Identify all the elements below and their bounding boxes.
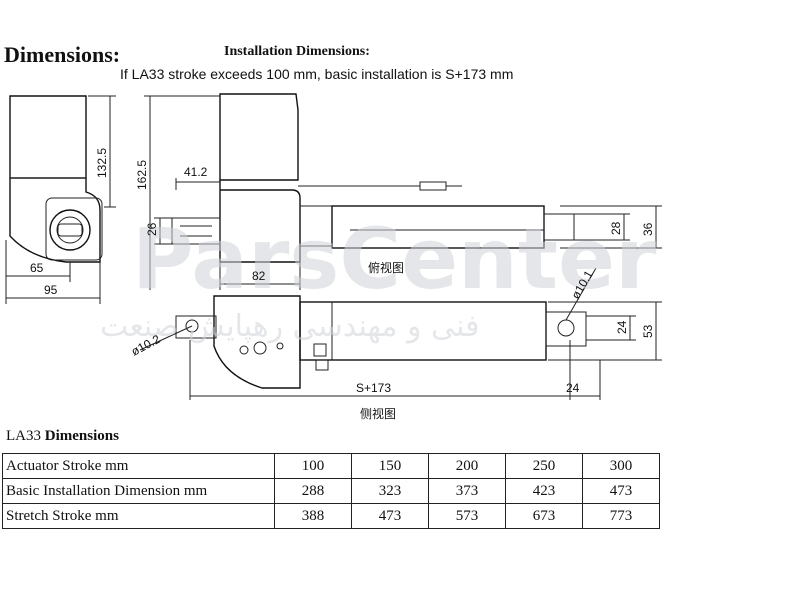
table-cell: 573 bbox=[428, 503, 506, 529]
dim-82: 82 bbox=[252, 269, 266, 283]
row-label: Stretch Stroke mm bbox=[2, 503, 275, 529]
table-cell: 300 bbox=[582, 453, 660, 479]
row-label: Actuator Stroke mm bbox=[2, 453, 275, 479]
table-title: LA33 Dimensions bbox=[6, 428, 119, 445]
dimension-drawing: ParsCenter فنی و مهندسی رهپایش صنعت 132.… bbox=[5, 93, 662, 421]
dim-53: 53 bbox=[641, 324, 655, 338]
side-view bbox=[139, 267, 662, 400]
table-cell: 100 bbox=[274, 453, 352, 479]
table-cell: 773 bbox=[582, 503, 660, 529]
dim-162-5: 162.5 bbox=[135, 160, 149, 190]
table-cell: 250 bbox=[505, 453, 583, 479]
end-view bbox=[5, 95, 116, 304]
dimensions-table: Actuator Stroke mm 100 150 200 250 300 B… bbox=[2, 453, 660, 529]
table-cell: 288 bbox=[274, 478, 352, 504]
top-view bbox=[144, 93, 662, 290]
watermark-subtitle: فنی و مهندسی رهپایش صنعت bbox=[100, 309, 479, 344]
label-side-view: 侧视图 bbox=[360, 406, 396, 421]
table-cell: 473 bbox=[582, 478, 660, 504]
table-cell: 200 bbox=[428, 453, 506, 479]
dim-65: 65 bbox=[30, 261, 44, 275]
table-cell: 423 bbox=[505, 478, 583, 504]
dim-24-vertical: 24 bbox=[615, 320, 629, 334]
dim-24-horizontal: 24 bbox=[566, 381, 580, 395]
row-label: Basic Installation Dimension mm bbox=[2, 478, 275, 504]
table-title-word: Dimensions bbox=[44, 428, 119, 444]
installation-title: Installation Dimensions: bbox=[224, 44, 370, 59]
dim-36: 36 bbox=[641, 222, 655, 236]
table-cell: 473 bbox=[351, 503, 429, 529]
table-cell: 388 bbox=[274, 503, 352, 529]
dim-95: 95 bbox=[44, 283, 58, 297]
installation-note: If LA33 stroke exceeds 100 mm, basic ins… bbox=[120, 66, 514, 82]
dim-s-173: S+173 bbox=[356, 381, 391, 395]
dim-132-5: 132.5 bbox=[95, 148, 109, 178]
label-top-view: 俯视图 bbox=[368, 260, 404, 275]
table-cell: 150 bbox=[351, 453, 429, 479]
table-row: Stretch Stroke mm 388 473 573 673 773 bbox=[2, 503, 660, 529]
table-title-model: LA33 bbox=[6, 428, 41, 444]
table-cell: 673 bbox=[505, 503, 583, 529]
page-heading: Dimensions: bbox=[4, 42, 121, 67]
table-cell: 323 bbox=[351, 478, 429, 504]
dim-28: 28 bbox=[609, 221, 623, 235]
table-row: Basic Installation Dimension mm 288 323 … bbox=[2, 478, 660, 504]
dim-26: 26 bbox=[145, 222, 159, 236]
watermark-brand: ParsCenter bbox=[132, 210, 657, 308]
table-cell: 373 bbox=[428, 478, 506, 504]
dim-41-2: 41.2 bbox=[184, 165, 208, 179]
table-row: Actuator Stroke mm 100 150 200 250 300 bbox=[2, 453, 660, 479]
